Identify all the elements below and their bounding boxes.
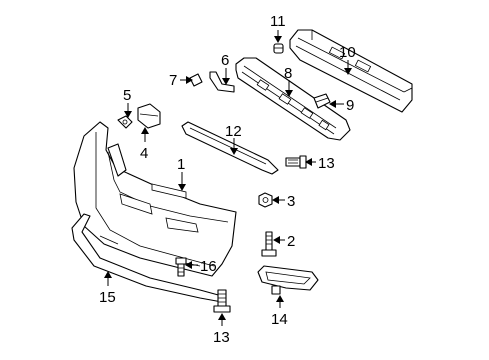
part-energy-absorber [289,29,413,113]
part-bolt-2 [261,231,277,257]
part-bracket [313,93,331,109]
part-clip [273,43,284,54]
part-bolt-lower [213,289,231,313]
callout-labels: 1 2 3 4 5 6 7 8 9 10 11 12 13 13 14 15 1… [99,13,356,346]
callout-15: 15 [99,289,116,306]
part-bolt-upper [285,155,307,169]
callout-5: 5 [123,87,131,104]
part-pad [189,73,203,87]
part-nut [258,192,273,208]
part-bumper-reinforcement [235,57,351,141]
callout-10: 10 [339,44,356,61]
callout-7: 7 [169,72,177,89]
callout-8: 8 [284,65,292,82]
part-screw-5 [117,115,133,129]
part-bolt-16 [175,257,187,277]
callout-16: 16 [200,258,217,275]
callout-11: 11 [270,13,286,30]
callout-13-lower: 13 [213,329,230,346]
callout-3: 3 [287,193,295,210]
callout-1: 1 [177,156,185,173]
callout-6: 6 [221,52,229,69]
callout-9: 9 [346,97,354,114]
part-corner-bracket [137,103,161,129]
callout-14: 14 [271,311,288,328]
leader-lines [104,30,352,326]
callout-2: 2 [287,233,295,250]
part-fog-lamp-bezel [257,265,319,295]
callout-12: 12 [225,123,242,140]
callout-4: 4 [140,145,148,162]
part-side-bracket [209,71,235,93]
part-lower-spoiler [71,213,223,303]
callout-13-upper: 13 [318,155,335,172]
